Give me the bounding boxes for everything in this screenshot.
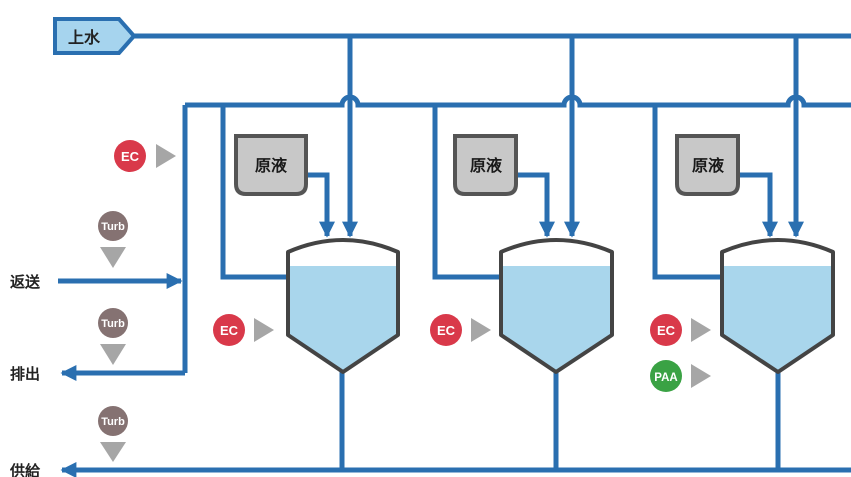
turb-sensor-return: Turb xyxy=(98,211,128,268)
stock-line-1 xyxy=(305,172,336,238)
tank-1 xyxy=(286,238,400,374)
turb-sensor-feed: Turb xyxy=(98,406,128,462)
ec-sensor-text: EC xyxy=(220,323,239,338)
stock-solution-box-1: 原液 xyxy=(234,134,308,196)
feed-label: 供給 xyxy=(9,462,41,477)
ec-sensor-tank-1: EC xyxy=(213,314,274,346)
ec-sensor-tank-2: EC xyxy=(430,314,491,346)
supply-water-label: 上水 xyxy=(53,17,137,55)
stock-solution-box-3: 原液 xyxy=(675,134,740,196)
tank-2 xyxy=(499,238,614,374)
ec-sensor-return: EC xyxy=(114,140,176,172)
turb-sensor-text: Turb xyxy=(101,416,125,428)
paa-sensor-tank-3: PAA xyxy=(650,360,711,392)
stock-solution-label-3: 原液 xyxy=(692,156,725,175)
stock-solution-box-2: 原液 xyxy=(453,134,518,196)
return-header-pipe xyxy=(185,94,851,108)
tank-3 xyxy=(720,238,835,374)
pipes xyxy=(58,33,851,477)
turb-sensor-text: Turb xyxy=(101,318,125,330)
stock-line-3 xyxy=(738,172,779,238)
drain-label: 排出 xyxy=(10,365,40,383)
stock-solution-label-1: 原液 xyxy=(255,156,288,175)
ec-sensor-text: EC xyxy=(437,323,456,338)
bypass-loop-2 xyxy=(432,105,501,280)
ec-sensor-text: EC xyxy=(121,149,140,164)
bypass-loop-1 xyxy=(220,105,289,280)
turb-sensor-drain: Turb xyxy=(98,308,128,365)
bypass-loop-3 xyxy=(652,105,722,280)
stock-line-2 xyxy=(515,172,556,238)
ec-sensor-text: EC xyxy=(657,323,676,338)
paa-sensor-text: PAA xyxy=(654,372,677,384)
return-label: 返送 xyxy=(10,273,41,291)
supply-water-text: 上水 xyxy=(68,28,101,47)
ec-sensor-tank-3: EC xyxy=(650,314,711,346)
stock-solution-label-2: 原液 xyxy=(470,156,503,175)
turb-sensor-text: Turb xyxy=(101,221,125,233)
